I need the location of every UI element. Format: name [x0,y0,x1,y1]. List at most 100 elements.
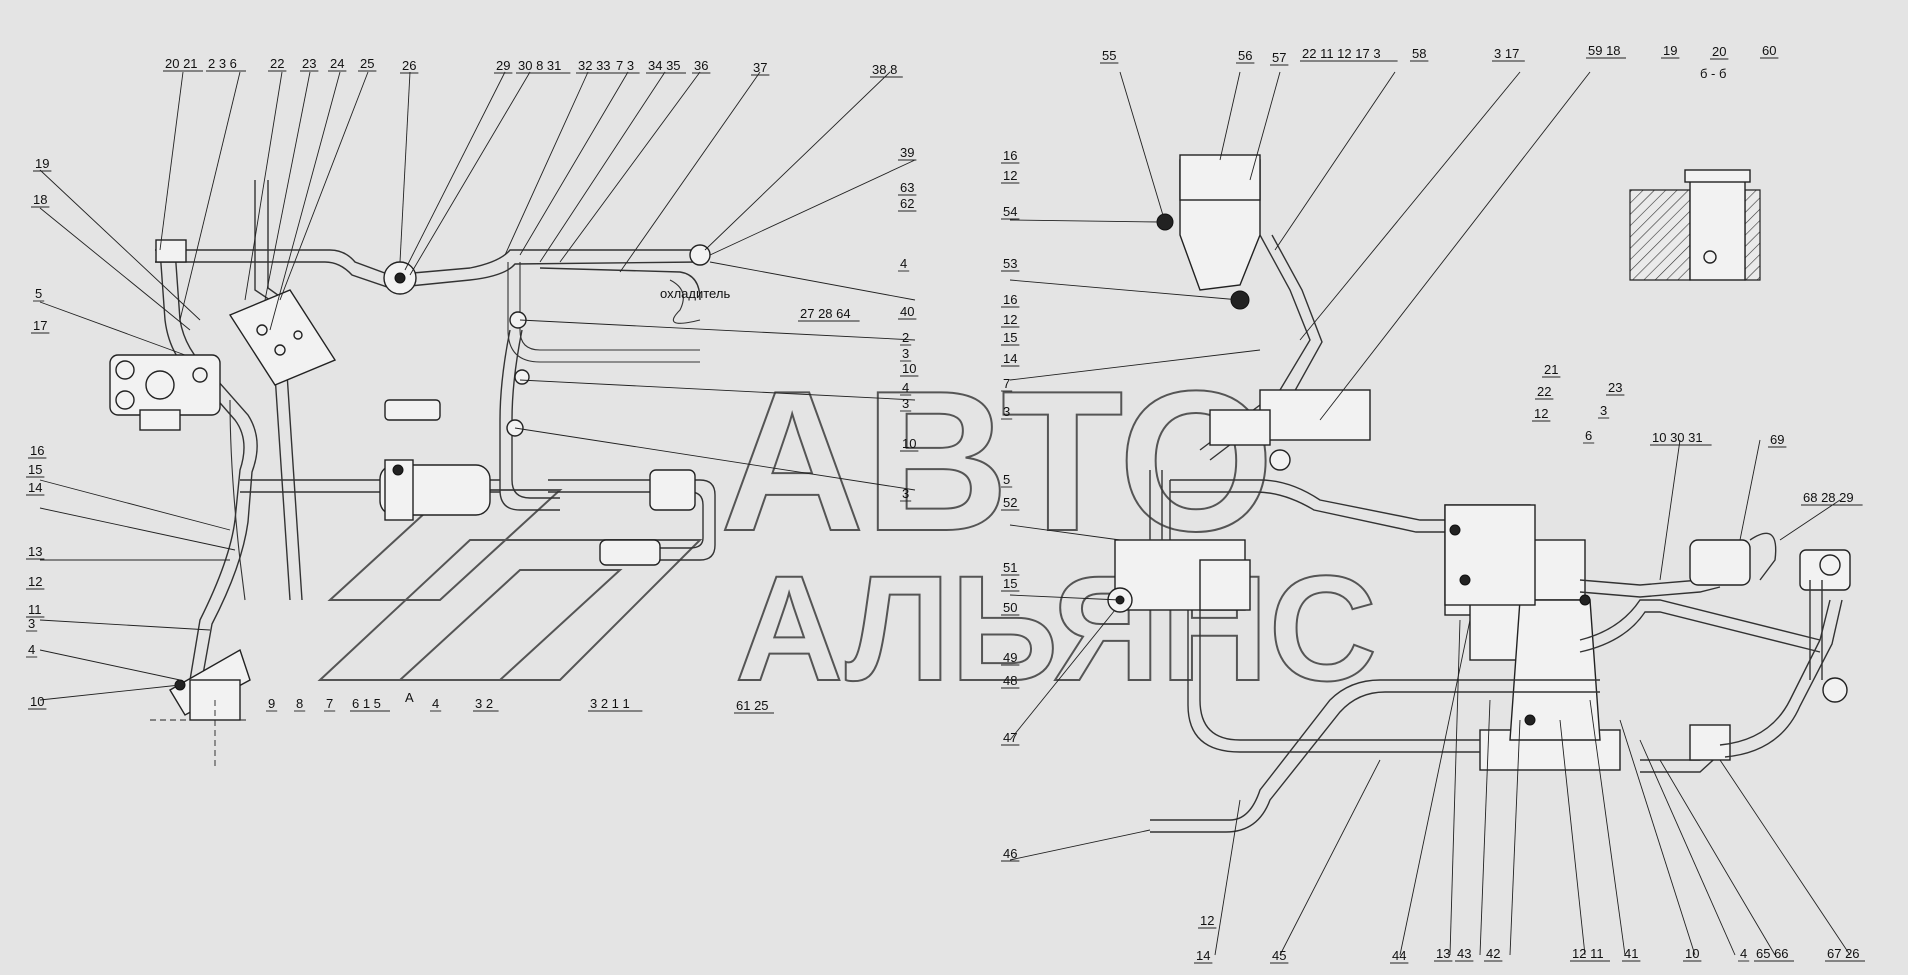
callout-c82: 48 [1003,673,1017,688]
callout-c1: 20 21 [165,56,198,71]
callout-c39: 3 [28,616,35,631]
callout-c78: 51 [1003,560,1017,575]
leader-lines [39,71,1851,956]
callout-c20: 40 [900,304,914,319]
callout-c70: 21 [1544,362,1558,377]
callout-c5: 24 [330,56,344,71]
callout-c26: 3 [902,396,909,411]
callout-c63: 53 [1003,256,1017,271]
callout-c100: 67 26 [1827,946,1860,961]
callout-c31: 5 [35,286,42,301]
callout-c64: 16 [1003,292,1017,307]
callout-c66: 15 [1003,330,1017,345]
callout-c53: 22 11 12 17 3 [1302,46,1381,61]
callout-c37: 12 [28,574,42,589]
callout-c68: 7 [1003,376,1010,391]
callout-c57: 19 [1663,43,1677,58]
callout-c34: 15 [28,462,42,477]
cooler-unit [1689,539,1751,586]
callout-c72: 12 [1534,406,1548,421]
watermark: АВТО АЛЬЯНС [317,349,1378,713]
callout-c59: 60 [1762,43,1776,58]
callout-c25: 4 [902,380,909,395]
callout-c92: 13 [1436,946,1450,961]
callout-c96: 41 [1624,946,1638,961]
callout-c62: 54 [1003,204,1017,219]
callout-c4: 23 [302,56,316,71]
callout-c19: 4 [900,256,907,271]
callout-c10: 32 33 [578,58,611,73]
section-label: б - б [1700,66,1726,81]
callout-c47: 3 2 [475,696,493,711]
callout-c23: 3 [902,346,909,361]
callout-c7: 26 [402,58,416,73]
distribution-valve [1259,389,1371,441]
left-assembly: охладитель А [109,180,730,770]
watermark-line2: АЛЬЯНС [735,544,1377,712]
callout-c50: 55 [1102,48,1116,63]
callout-c33: 16 [30,443,44,458]
callout-c55: 3 17 [1494,46,1519,61]
coolant-label: охладитель [660,286,730,301]
callout-c49: 61 25 [736,698,769,713]
callout-c44: 7 [326,696,333,711]
watermark-line1: АВТО [720,350,1274,573]
callout-c77: 52 [1003,495,1017,510]
callout-c16: 39 [900,145,914,160]
section-part [1689,174,1746,281]
callout-c67: 14 [1003,351,1017,366]
callout-c22: 2 [902,330,909,345]
callout-c48: 3 2 1 1 [590,696,630,711]
callout-c24: 10 [902,361,916,376]
callout-c76: 5 [1003,472,1010,487]
callout-c51: 56 [1238,48,1252,63]
callout-c6: 25 [360,56,374,71]
callout-c17: 63 [900,180,914,195]
callout-c87: 68 28 29 [1803,490,1854,505]
callout-c14: 37 [753,60,767,75]
callout-c80: 50 [1003,600,1017,615]
callout-c84: 46 [1003,846,1017,861]
callout-c79: 15 [1003,576,1017,591]
valve-block [228,289,337,386]
callout-c73: 23 [1608,380,1622,395]
callout-c90: 45 [1272,948,1286,963]
callout-c65: 12 [1003,312,1017,327]
right-assembly [1107,154,1851,833]
watermark-logo [317,489,703,681]
callout-c45: 6 1 5 [352,696,381,711]
callout-c74: 3 [1600,403,1607,418]
callout-c18: 62 [900,196,914,211]
callout-c71: 22 [1537,384,1551,399]
callout-c32: 17 [33,318,47,333]
callout-c41: 10 [30,694,44,709]
callout-c58: 20 [1712,44,1726,59]
callout-c61: 12 [1003,168,1017,183]
callout-c85: 10 30 31 [1652,430,1703,445]
callout-c9: 30 8 31 [518,58,561,73]
callout-c89: 14 [1196,948,1210,963]
callout-c91: 44 [1392,948,1406,963]
callout-c27: 10 [902,436,916,451]
callout-c52: 57 [1272,50,1286,65]
callout-c2: 2 3 6 [208,56,237,71]
callout-c35: 14 [28,480,42,495]
callout-c60: 16 [1003,148,1017,163]
callout-c38: 11 [28,602,42,617]
callout-c75: 6 [1585,428,1592,443]
callout-c46: 4 [432,696,439,711]
callout-c43: 8 [296,696,303,711]
callout-c12: 34 35 [648,58,681,73]
callout-c83: 47 [1003,730,1017,745]
callout-c42: 9 [268,696,275,711]
callout-c15: 38 8 [872,62,897,77]
callout-c94: 42 [1486,946,1500,961]
callout-c13: 36 [694,58,708,73]
callout-c95: 12 11 [1572,946,1604,961]
callout-c3: 22 [270,56,284,71]
callout-c30: 18 [33,192,47,207]
callout-c11: 7 3 [616,58,634,73]
callout-c36: 13 [28,544,42,559]
